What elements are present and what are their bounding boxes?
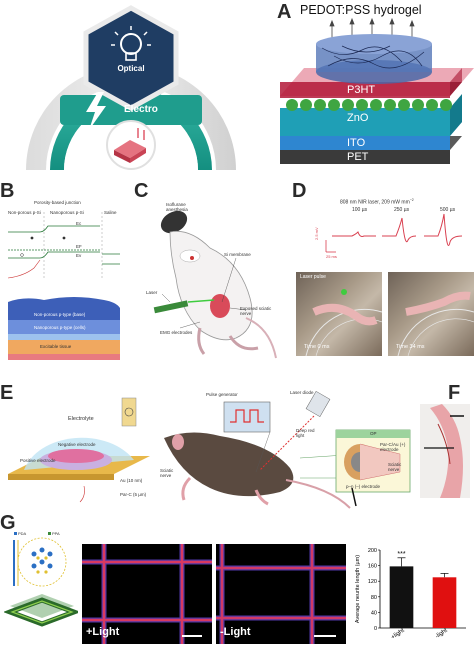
hydrogel-title: PEDOT:PSS hydrogel <box>300 3 422 17</box>
y-tick-label: 200 <box>368 548 377 554</box>
time-34-label: Time 34 ms <box>396 344 425 350</box>
panel-b: Porosity-based junction Non-porous p-Si … <box>4 198 124 364</box>
panel-d: 808 nm NIR laser, 209 mW mm−2 100 µs 250… <box>292 196 474 364</box>
bar--light <box>433 577 457 628</box>
panel-e-left: Electrolyte Negative electrode Positive … <box>4 394 154 504</box>
significance-mark: *** <box>397 551 405 558</box>
y-tick-label: 40 <box>371 610 377 616</box>
neg-electrode-label: Negative electrode <box>58 442 96 447</box>
band-diagram-svg <box>4 198 124 298</box>
panel-a: PEDOT:PSS hydrogel <box>262 0 474 172</box>
emg-label: EMG electrodes <box>160 330 192 335</box>
laser-diode-label: Laser diode <box>290 390 314 395</box>
y-axis-label: Average neurite length (µm) <box>355 555 361 623</box>
membrane-label: Si membrane <box>224 252 251 257</box>
fluor-image-plus-light: +Light <box>82 544 212 644</box>
scale-x: 25 ms <box>326 254 337 259</box>
hero-optical-label: Optical <box>110 64 152 73</box>
minus-light-label: -Light <box>220 626 251 638</box>
cuff-header: OP <box>370 431 377 436</box>
band-ev: Ev <box>76 253 81 258</box>
photo-time34: Time 34 ms <box>388 272 474 356</box>
layer-bot-label: Excitable tissue <box>40 344 71 349</box>
y-tick-label: 160 <box>368 564 377 570</box>
hero-graphic: Optical Electro <box>20 0 242 172</box>
y-tick-label: 80 <box>371 595 377 601</box>
legend-ppa: PPA <box>52 531 60 536</box>
photo-time0: Laser pulse Time 0 ms <box>296 272 382 356</box>
band-ef: EF <box>76 244 82 249</box>
anesthesia-label: Isoflurane anesthesia <box>166 202 206 212</box>
panel-g-schematic: PDA PPA <box>4 528 78 644</box>
time-0-label: Time 0 ms <box>304 344 329 350</box>
parc-label: Par-C (5 µm) <box>120 492 146 497</box>
layer-pet-label: PET <box>347 151 368 163</box>
panel-c: Isoflurane anesthesia Si membrane Laser … <box>140 198 280 364</box>
laser-label: Laser <box>146 290 157 295</box>
layer-mid-label: Nanoporous p-type (cells) <box>34 325 86 330</box>
electrolyte-label: Electrolyte <box>68 416 94 422</box>
layer-top-label: Non-porous p-type (base) <box>34 312 85 317</box>
sciatic-label: Sciatic nerve <box>160 468 182 478</box>
scale-y: 2.5 mV <box>314 227 319 240</box>
fluor-image-minus-light: -Light <box>216 544 346 644</box>
bar-+light <box>390 566 414 628</box>
band-ec: Ec <box>76 221 81 226</box>
rat-implant-svg <box>160 388 412 510</box>
x-tick-label: +light <box>390 628 406 641</box>
legend-pda: PDA <box>18 531 26 536</box>
cuff-label-1: Par-C/Au (+) electrode <box>380 442 410 452</box>
scaffold-svg <box>4 528 78 644</box>
y-tick-label: 120 <box>368 579 377 585</box>
plus-light-label: +Light <box>86 626 119 638</box>
pos-electrode-label: Positive electrode <box>20 458 56 463</box>
nerve-label: Exposed sciatic nerve <box>240 306 278 316</box>
deep-red-label: Deep red light <box>296 428 318 438</box>
layer-ito-label: ITO <box>347 137 365 149</box>
emg-traces-svg <box>292 196 474 266</box>
rat-laser-svg <box>140 198 280 364</box>
y-tick-label: 0 <box>374 626 377 632</box>
layer-p3ht-label: P3HT <box>347 84 375 96</box>
layer-zno-label: ZnO <box>347 112 368 124</box>
x-tick-label: -light <box>435 628 449 641</box>
au-label: Au (10 nm) <box>120 478 142 483</box>
electrode-dome-svg <box>4 394 154 504</box>
panel-e-right: Pulse generator Laser diode Deep red lig… <box>160 388 412 510</box>
pulse-gen-label: Pulse generator <box>206 392 238 397</box>
laser-pulse-label: Laser pulse <box>300 274 326 280</box>
hero-electro-label: Electro <box>124 104 158 115</box>
panel-f-photo <box>420 404 470 498</box>
hero-arc-svg <box>20 0 242 172</box>
cuff-label-2: Sciatic nerve <box>388 462 410 472</box>
cuff-label-3: p–n (–) electrode <box>346 484 380 489</box>
panel-f-label: F <box>448 382 460 405</box>
nerve-photo-svg <box>420 404 470 498</box>
